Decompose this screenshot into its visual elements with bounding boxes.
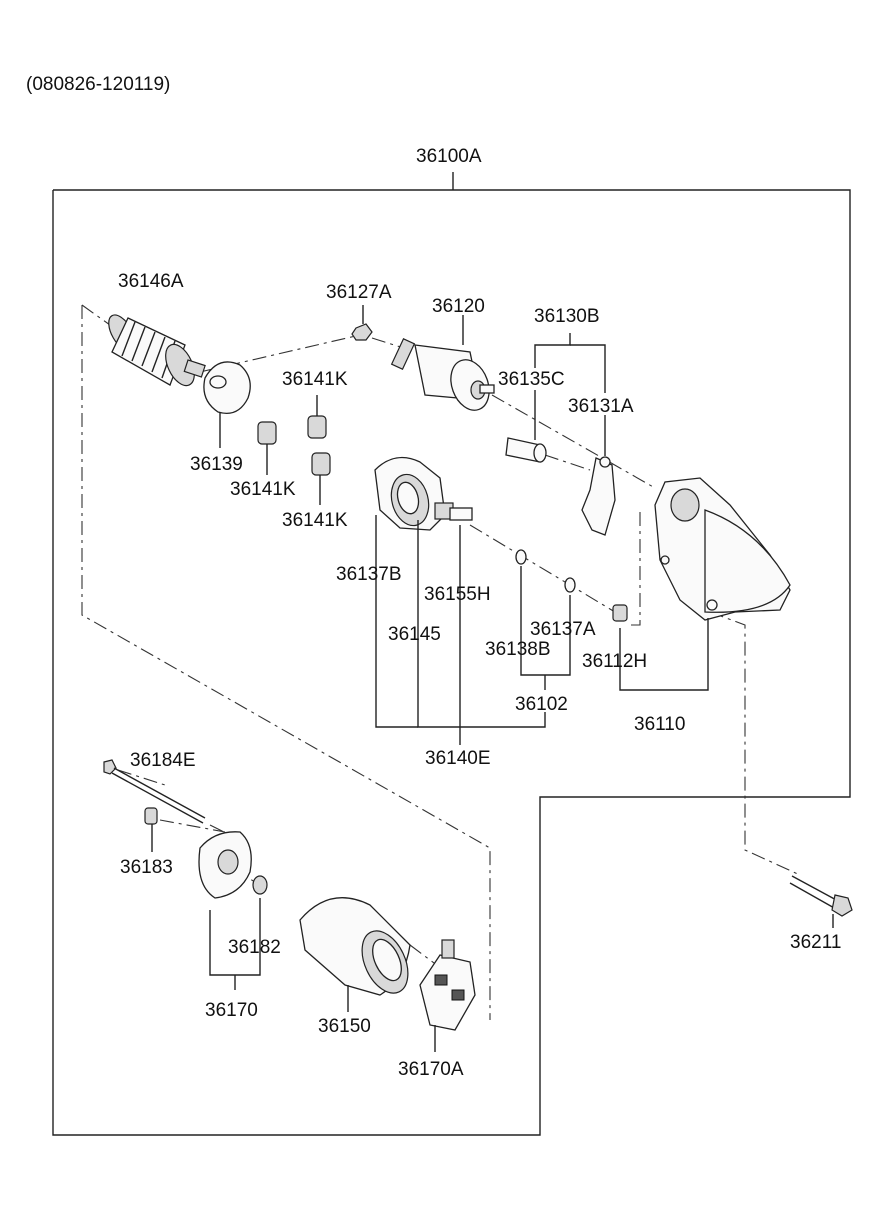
- bracket-36130B: [534, 333, 606, 393]
- drive-clutch-part: [374, 456, 473, 531]
- bushing-part-36112H: [612, 604, 628, 622]
- brush-part-bot: [311, 452, 331, 505]
- lever-part: [581, 415, 616, 536]
- label-36112H: 36112H: [582, 651, 647, 672]
- brush-part-mid: [257, 421, 277, 475]
- label-36135C: 36135C: [498, 369, 565, 390]
- label-36150: 36150: [318, 1016, 371, 1037]
- label-36184E: 36184E: [130, 750, 196, 771]
- label-36155H: 36155H: [424, 584, 491, 605]
- label-36139: 36139: [190, 454, 243, 475]
- solenoid-part: [390, 315, 495, 411]
- brush-holder-part: [419, 939, 476, 1052]
- bracket-36140E: [375, 515, 571, 745]
- label-36141K-top: 36141K: [282, 369, 348, 390]
- label-36183: 36183: [120, 857, 173, 878]
- housing-part: [619, 477, 791, 691]
- label-36127A: 36127A: [326, 282, 392, 303]
- armature-part: [108, 314, 206, 387]
- label-36141K-mid: 36141K: [230, 479, 296, 500]
- label-36102: 36102: [515, 694, 568, 715]
- label-36137B: 36137B: [336, 564, 402, 585]
- screw-part: [144, 807, 158, 852]
- label-36140E: 36140E: [425, 748, 491, 769]
- ring-part-36138B: [515, 549, 527, 565]
- long-bolt-part: [103, 759, 206, 824]
- label-36110: 36110: [634, 714, 685, 735]
- ring-part-36137A: [564, 577, 576, 593]
- label-36137A: 36137A: [530, 619, 596, 640]
- label-36146A: 36146A: [118, 271, 184, 292]
- cover-plate-part: [203, 361, 251, 448]
- bushing-part-36182: [252, 875, 268, 895]
- label-36130B: 36130B: [534, 306, 600, 327]
- plunger-part: [505, 390, 547, 463]
- assembly-boundary: [52, 172, 851, 1136]
- rear-bracket-part: [198, 831, 261, 990]
- label-36170: 36170: [205, 1000, 258, 1021]
- date-range-label: (080826-120119): [26, 74, 170, 95]
- through-bolt-part: [789, 875, 853, 928]
- label-36131A: 36131A: [568, 396, 634, 417]
- label-36120: 36120: [432, 296, 485, 317]
- brush-part-top: [307, 395, 327, 439]
- assembly-dash-lines: [81, 304, 801, 1020]
- label-36211: 36211: [790, 932, 841, 953]
- label-36138B: 36138B: [485, 639, 551, 660]
- label-36100A: 36100A: [416, 146, 482, 167]
- label-36145: 36145: [388, 624, 441, 645]
- label-36182: 36182: [228, 937, 281, 958]
- yoke-part: [299, 897, 411, 1012]
- nut-part: [351, 305, 373, 341]
- label-36141K-bot: 36141K: [282, 510, 348, 531]
- label-36170A: 36170A: [398, 1059, 464, 1080]
